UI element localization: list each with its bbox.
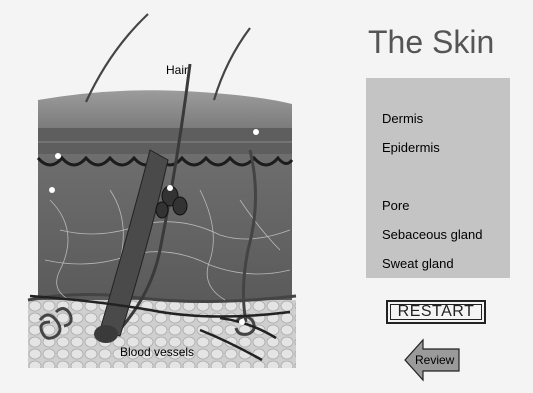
hair-shaft <box>214 28 250 100</box>
skin-surface <box>38 90 292 130</box>
review-button[interactable]: Review <box>403 338 461 382</box>
restart-button[interactable]: RESTART <box>386 300 486 324</box>
skin-diagram: Hair Blood vessels <box>0 0 340 388</box>
blood-vessels-label: Blood vessels <box>120 345 194 359</box>
hair-label: Hair <box>166 63 188 77</box>
term-sweat-gland[interactable]: Sweat gland <box>382 256 454 271</box>
term-sebaceous-gland[interactable]: Sebaceous gland <box>382 227 482 242</box>
terms-panel: Dermis Epidermis Pore Sebaceous gland Sw… <box>366 78 510 278</box>
skin-cross-section-illustration <box>0 0 340 388</box>
review-button-label: Review <box>415 353 454 367</box>
term-dermis[interactable]: Dermis <box>382 111 423 126</box>
hair-shaft <box>86 14 148 102</box>
term-pore[interactable]: Pore <box>382 198 409 213</box>
page-title: The Skin <box>368 24 494 61</box>
term-epidermis[interactable]: Epidermis <box>382 140 440 155</box>
restart-button-label: RESTART <box>390 304 482 320</box>
hair-bulb <box>94 325 118 343</box>
